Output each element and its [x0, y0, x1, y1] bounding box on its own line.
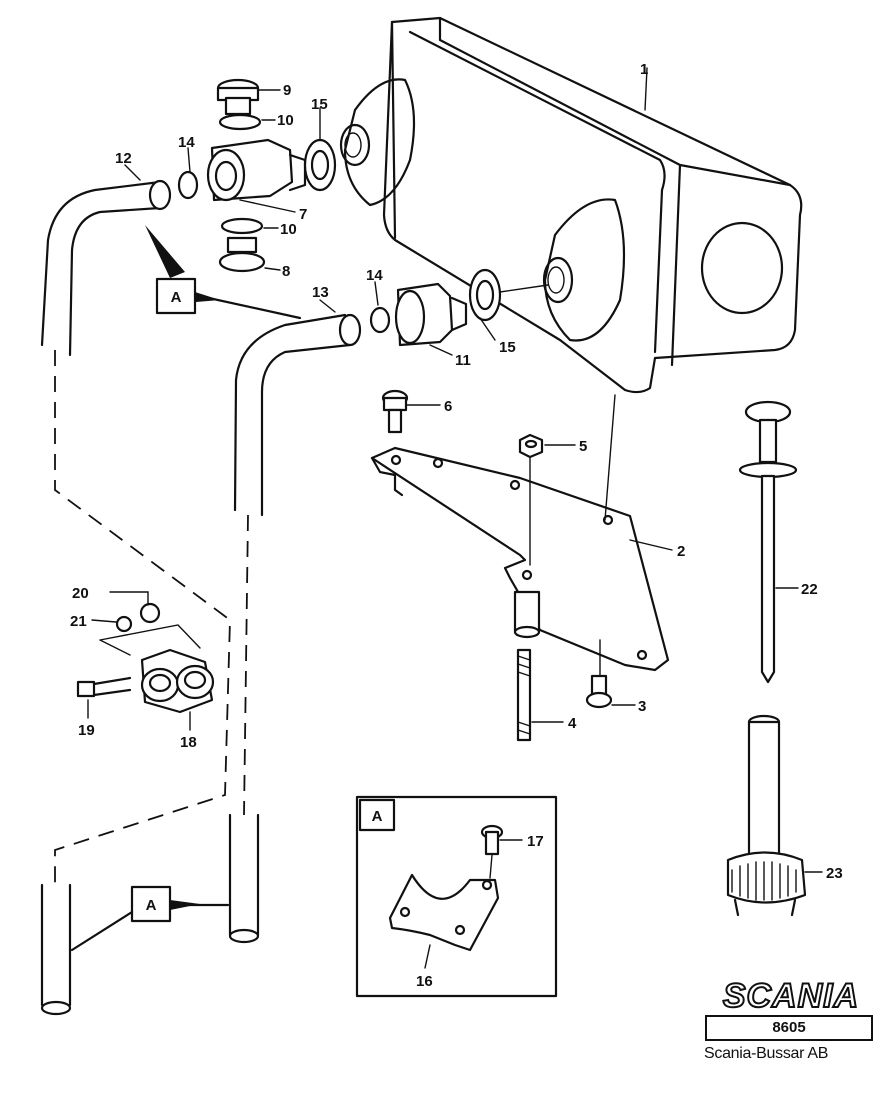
leader-12	[124, 164, 141, 181]
dipstick-part-22	[738, 400, 798, 684]
inset-detail-a: A	[355, 795, 558, 998]
clamp-part-18	[140, 648, 215, 714]
nut-part-20	[139, 602, 161, 624]
fitting-part-11	[394, 282, 468, 347]
clamp-plate-outline	[99, 624, 201, 656]
callout-3: 3	[638, 698, 646, 715]
leader-15b	[479, 317, 496, 341]
leader-7	[239, 199, 296, 213]
filler-tube-part-23	[726, 714, 807, 917]
leader-20	[109, 591, 149, 606]
callout-8: 8	[282, 263, 290, 280]
nut-part-5	[518, 433, 544, 459]
plug-part-8	[218, 236, 266, 273]
callout-18: 18	[180, 734, 197, 751]
leader-2	[629, 539, 673, 551]
callout-16: 16	[416, 973, 433, 990]
callout-17: 17	[527, 833, 544, 850]
washer-part-14-upper	[177, 170, 199, 200]
callout-23: 23	[826, 865, 843, 882]
detail-ref-lower: A	[70, 885, 230, 952]
tank-part-1	[339, 16, 803, 394]
callout-19: 19	[78, 722, 95, 739]
drawing-number: 8605	[705, 1015, 873, 1041]
publisher-name: Scania-Bussar AB	[704, 1045, 829, 1062]
washer-part-10-upper	[218, 113, 262, 131]
washer-part-15-lower	[468, 268, 502, 322]
stud-part-4	[516, 648, 532, 742]
plug-part-9	[216, 78, 260, 116]
hose-routing-dashed	[54, 350, 249, 885]
bracket-part-2	[370, 446, 670, 672]
detail-ref-upper: A	[145, 225, 302, 320]
assembly-line-lower	[499, 284, 549, 293]
leader-1	[644, 67, 648, 111]
leader-14a	[187, 147, 191, 173]
callout-22: 22	[801, 581, 818, 598]
callout-12: 12	[115, 150, 132, 167]
bolt-part-19	[76, 676, 132, 698]
washer-part-10-lower	[220, 217, 264, 235]
callout-9: 9	[283, 82, 291, 99]
leader-11	[429, 344, 453, 356]
callout-2: 2	[677, 543, 685, 560]
pipe-part-13	[233, 313, 362, 517]
callout-10-upper: 10	[277, 112, 294, 129]
pipe-end-right	[228, 813, 260, 944]
screw-part-3	[585, 674, 613, 709]
callout-7: 7	[299, 206, 307, 223]
callout-14-upper: 14	[178, 134, 195, 151]
callout-13: 13	[312, 284, 329, 301]
callout-14-lower: 14	[366, 267, 383, 284]
inset-detail-a-label: A	[372, 808, 383, 825]
fitting-part-7	[206, 138, 307, 202]
callout-4: 4	[568, 715, 577, 732]
callout-1: 1	[640, 61, 648, 78]
callout-20: 20	[72, 585, 89, 602]
bracket-part-16	[388, 873, 500, 952]
leader-13	[319, 299, 336, 313]
washer-part-21	[115, 615, 133, 633]
leader-8	[264, 267, 281, 271]
leader-14b	[374, 281, 379, 306]
screw-guide-inset	[489, 854, 493, 879]
detail-ref-upper-label: A	[171, 289, 182, 306]
callout-11: 11	[455, 352, 471, 369]
leader-16	[424, 944, 431, 969]
callout-21: 21	[70, 613, 87, 630]
detail-ref-lower-label: A	[146, 897, 157, 914]
callout-10-lower: 10	[280, 221, 297, 238]
pipe-end-left	[40, 883, 72, 1016]
callout-5: 5	[579, 438, 587, 455]
washer-part-15-upper	[303, 138, 337, 192]
leader-21	[91, 619, 117, 623]
spacer-under-bracket	[513, 590, 541, 639]
tank-mount-guide-line	[604, 394, 616, 521]
screw-part-17	[480, 824, 504, 856]
pipe-part-12	[40, 179, 172, 357]
washer-part-14-lower	[369, 306, 391, 334]
bolt-part-6	[381, 389, 409, 434]
callout-15-upper: 15	[311, 96, 328, 113]
callout-6: 6	[444, 398, 452, 415]
callout-15-lower: 15	[499, 339, 516, 356]
brand-logo: SCANIA	[722, 977, 860, 1015]
